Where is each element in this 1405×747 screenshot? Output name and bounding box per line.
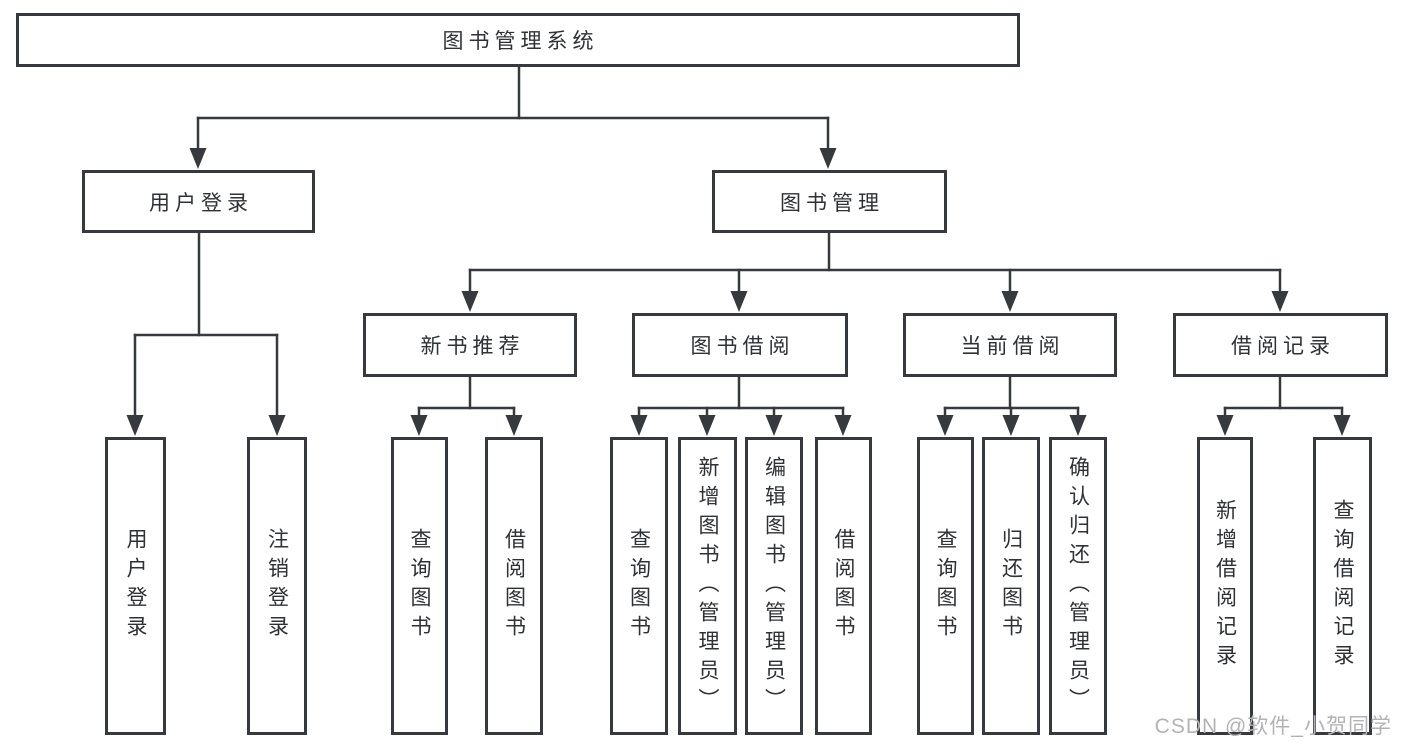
node-book-management-label: 图书管理 xyxy=(780,191,884,215)
arrowhead-icon xyxy=(1271,291,1289,312)
leaf-borrow-book-2: 借阅图书 xyxy=(815,437,872,735)
arrowhead-icon xyxy=(126,415,144,436)
connector-book-borrow-split xyxy=(630,375,852,436)
arrowhead-icon xyxy=(834,415,852,436)
arrowhead-icon xyxy=(819,148,837,169)
leaf-add-book-admin: 新增图书（管理员） xyxy=(678,437,737,735)
node-current-borrow: 当前借阅 xyxy=(903,313,1117,377)
node-borrow-records-label: 借阅记录 xyxy=(1231,335,1335,358)
leaf-borrow-book-1: 借阅图书 xyxy=(485,437,543,735)
leaf-query-book-3-label: 查询图书 xyxy=(934,528,957,644)
leaf-query-book-2-label: 查询图书 xyxy=(627,528,651,644)
leaf-edit-book-admin-label: 编辑图书（管理员） xyxy=(762,455,786,717)
connector-current-borrow-split xyxy=(936,375,1087,436)
arrowhead-icon xyxy=(461,291,479,312)
arrowhead-icon xyxy=(936,415,954,436)
arrowhead-icon xyxy=(189,148,207,169)
leaf-query-borrow-record-label: 查询借阅记录 xyxy=(1331,499,1354,673)
node-user-login: 用户登录 xyxy=(82,170,315,233)
leaf-add-borrow-record-label: 新增借阅记录 xyxy=(1213,499,1237,673)
watermark: CSDN @软件_小贺同学 xyxy=(1154,715,1392,738)
leaf-query-borrow-record: 查询借阅记录 xyxy=(1313,437,1372,735)
connector-new-book-split xyxy=(410,375,523,436)
leaf-borrow-book-2-label: 借阅图书 xyxy=(832,528,855,644)
node-current-borrow-label: 当前借阅 xyxy=(960,335,1065,358)
arrowhead-icon xyxy=(630,415,648,436)
node-root-label: 图书管理系统 xyxy=(442,30,599,53)
arrowhead-icon xyxy=(1002,415,1020,436)
arrowhead-icon xyxy=(410,415,428,436)
node-user-login-label: 用户登录 xyxy=(149,191,253,215)
leaf-confirm-return-admin-label: 确认归还（管理员） xyxy=(1066,455,1090,717)
connector-borrow-records-split xyxy=(1216,375,1351,436)
node-root: 图书管理系统 xyxy=(16,13,1020,67)
arrowhead-icon xyxy=(698,415,716,436)
leaf-return-book: 归还图书 xyxy=(982,437,1040,735)
arrowhead-icon xyxy=(505,415,523,436)
node-book-borrow: 图书借阅 xyxy=(632,313,848,377)
leaf-return-book-label: 归还图书 xyxy=(999,528,1023,644)
node-book-borrow-label: 图书借阅 xyxy=(690,335,795,358)
leaf-query-book-1-label: 查询图书 xyxy=(408,528,431,644)
arrowhead-icon xyxy=(1069,415,1087,436)
arrowhead-icon xyxy=(765,415,783,436)
connector-user-login-split xyxy=(126,231,286,436)
leaf-logout-label: 注销登录 xyxy=(265,528,289,644)
arrowhead-icon xyxy=(1333,415,1351,436)
leaf-edit-book-admin: 编辑图书（管理员） xyxy=(745,437,803,735)
leaf-user-login-label: 用户登录 xyxy=(124,528,147,644)
leaf-borrow-book-1-label: 借阅图书 xyxy=(502,528,526,644)
leaf-add-borrow-record: 新增借阅记录 xyxy=(1197,437,1253,735)
node-new-book-recommend-label: 新书推荐 xyxy=(420,335,525,358)
node-borrow-records: 借阅记录 xyxy=(1173,313,1388,377)
node-book-management: 图书管理 xyxy=(712,170,947,233)
leaf-add-book-admin-label: 新增图书（管理员） xyxy=(696,455,719,717)
connector-book-management-split xyxy=(461,231,1289,312)
leaf-query-book-1: 查询图书 xyxy=(391,437,448,735)
arrowhead-icon xyxy=(730,291,748,312)
leaf-logout: 注销登录 xyxy=(247,437,307,735)
node-new-book-recommend: 新书推荐 xyxy=(363,313,577,377)
arrowhead-icon xyxy=(268,415,286,436)
leaf-confirm-return-admin: 确认归还（管理员） xyxy=(1049,437,1107,735)
arrowhead-icon xyxy=(1001,291,1019,312)
leaf-query-book-2: 查询图书 xyxy=(610,437,668,735)
connector-root-split xyxy=(189,65,837,169)
leaf-query-book-3: 查询图书 xyxy=(917,437,974,735)
leaf-user-login: 用户登录 xyxy=(105,437,166,735)
arrowhead-icon xyxy=(1216,415,1234,436)
